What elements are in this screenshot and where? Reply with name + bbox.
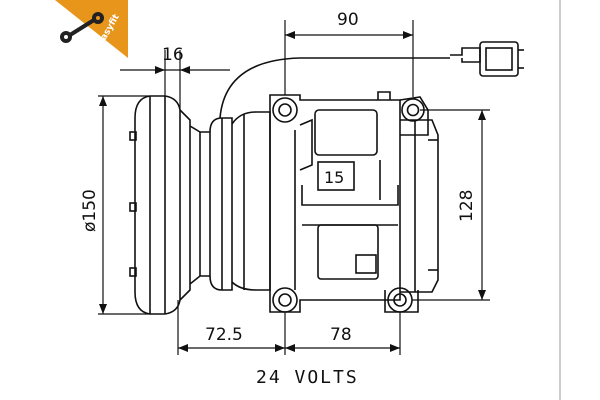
wrench-icon: [60, 12, 104, 43]
dim-label-128: 128: [457, 190, 477, 222]
dimension-128: [412, 109, 490, 301]
dim-label-16: 16: [162, 45, 184, 65]
dim-label-78: 78: [330, 325, 352, 345]
mount-hole-bottom-left: [272, 287, 298, 313]
part-label: 15: [324, 168, 344, 187]
dimension-90: [284, 20, 414, 97]
easyfit-badge: easyfit: [55, 0, 128, 58]
voltage-label: 24 VOLTS: [256, 367, 359, 388]
clutch-body: [209, 111, 271, 291]
dim-label-150: ø150: [80, 189, 100, 232]
compressor-housing: [269, 91, 439, 313]
dimension-16: [120, 50, 230, 110]
dim-label-90: 90: [337, 10, 359, 30]
dimension-78: [285, 312, 401, 355]
mount-hole-top-left: [272, 97, 298, 123]
electrical-connector: [219, 41, 524, 119]
dim-label-72-5: 72.5: [205, 325, 243, 345]
dimension-150: [98, 95, 150, 315]
pulley: [129, 95, 211, 315]
